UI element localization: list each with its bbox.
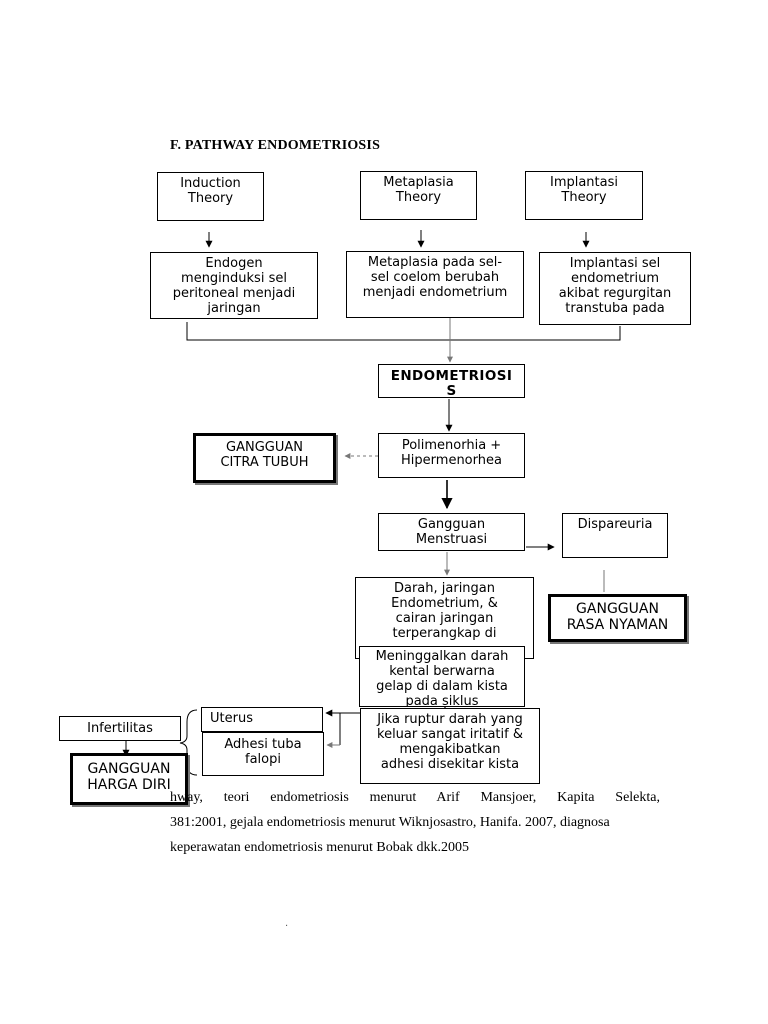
node-text: Theory	[395, 190, 442, 205]
node-gangguan-citra-tubuh: GANGGUAN CITRA TUBUH	[193, 433, 336, 483]
node-text: Theory	[561, 190, 607, 205]
node-text: terperangkap di	[392, 626, 497, 641]
node-text: Implantasi	[549, 175, 618, 190]
node-text: Dispareuria	[577, 517, 653, 532]
node-text: HARGA DIRI	[87, 777, 171, 793]
node-text: menginduksi sel	[181, 271, 287, 286]
node-dispareuria: Dispareuria	[562, 513, 668, 558]
node-text: falopi	[245, 752, 281, 767]
node-text: S	[446, 383, 457, 398]
node-text: akibat regurgitan	[558, 286, 672, 301]
node-implantasi-sel: Implantasi sel endometrium akibat regurg…	[539, 252, 691, 325]
node-text: keluar sangat iritatif &	[377, 727, 523, 742]
node-text: pada siklus	[405, 694, 479, 707]
node-text: Meninggalkan darah	[375, 649, 509, 664]
node-text: Adhesi tuba	[224, 737, 302, 752]
node-endogen: Endogen menginduksi sel peritoneal menja…	[150, 252, 318, 319]
node-uterus: Uterus	[201, 707, 323, 732]
node-text: Infertilitas	[87, 721, 153, 736]
node-text: ENDOMETRIOSI	[390, 368, 513, 384]
node-text: Endogen	[205, 256, 263, 271]
caption-line-1: hway, teori endometriosis menurut Arif M…	[170, 790, 660, 805]
node-darah-jaringan: Darah, jaringan Endometrium, & cairan ja…	[355, 577, 534, 659]
node-endometriosis: ENDOMETRIOSI S	[378, 364, 525, 398]
node-metaplasia-sel: Metaplasia pada sel- sel coelom berubah …	[346, 251, 524, 318]
node-text: GANGGUAN	[87, 761, 171, 777]
node-text: mengakibatkan	[399, 742, 501, 757]
node-text: Polimenorhia +	[401, 438, 502, 453]
node-text: peritoneal menjadi	[172, 286, 296, 301]
node-text: Metaplasia pada sel-	[367, 255, 503, 270]
node-text: Jika ruptur darah yang	[377, 712, 523, 727]
node-text: menjadi endometrium	[362, 285, 508, 300]
line-ruptur-targets	[339, 712, 360, 745]
merge-bracket	[186, 322, 621, 341]
node-text: Implantasi sel	[569, 256, 661, 271]
node-text: Uterus	[210, 711, 253, 726]
node-jika-ruptur: Jika ruptur darah yang keluar sangat iri…	[360, 708, 540, 784]
source-caption: hway, teori endometriosis menurut Arif M…	[170, 785, 660, 860]
node-meninggalkan-darah: Meninggalkan darah kental berwarna gelap…	[359, 646, 525, 707]
node-text: Theory	[187, 191, 234, 206]
node-text: Gangguan	[417, 517, 486, 532]
node-text: RASA NYAMAN	[566, 617, 669, 633]
node-text: jaringan	[207, 301, 261, 316]
node-text: Hipermenorhea	[401, 453, 502, 468]
node-induction-theory: Induction Theory	[157, 172, 264, 221]
node-text: transtuba pada	[565, 301, 665, 316]
node-text: Induction	[180, 176, 241, 191]
node-implantasi-theory: Implantasi Theory	[525, 171, 643, 220]
caption-line-3: keperawatan endometriosis menurut Bobak …	[170, 840, 469, 855]
node-text: Menstruasi	[415, 532, 488, 547]
node-text: Darah, jaringan	[393, 581, 496, 596]
caption-line-2: 381:2001, gejala endometriosis menurut W…	[170, 815, 610, 830]
node-adhesi-tuba-falopi: Adhesi tuba falopi	[202, 732, 324, 776]
node-text: sel coelom berubah	[370, 270, 500, 285]
node-gangguan-menstruasi: Gangguan Menstruasi	[378, 513, 525, 551]
node-text: Endometrium, &	[391, 596, 498, 611]
page-heading: F. PATHWAY ENDOMETRIOSIS	[170, 138, 381, 153]
node-infertilitas: Infertilitas	[59, 716, 181, 741]
node-text: CITRA TUBUH	[220, 455, 309, 470]
node-text: GANGGUAN	[576, 601, 659, 617]
node-text: kental berwarna	[389, 664, 495, 679]
node-gangguan-harga-diri: GANGGUAN HARGA DIRI	[70, 753, 188, 805]
node-polimenorhia: Polimenorhia + Hipermenorhea	[378, 433, 525, 478]
stray-dot: .	[285, 918, 289, 929]
node-text: cairan jaringan	[395, 611, 494, 626]
node-text: adhesi disekitar kista	[380, 757, 520, 772]
node-metaplasia-theory: Metaplasia Theory	[360, 171, 477, 220]
node-text: gelap di dalam kista	[376, 679, 508, 694]
node-text: GANGGUAN	[226, 440, 303, 455]
node-text: Metaplasia	[383, 175, 454, 190]
node-text: endometrium	[570, 271, 660, 286]
node-gangguan-rasa-nyaman: GANGGUAN RASA NYAMAN	[548, 594, 687, 642]
